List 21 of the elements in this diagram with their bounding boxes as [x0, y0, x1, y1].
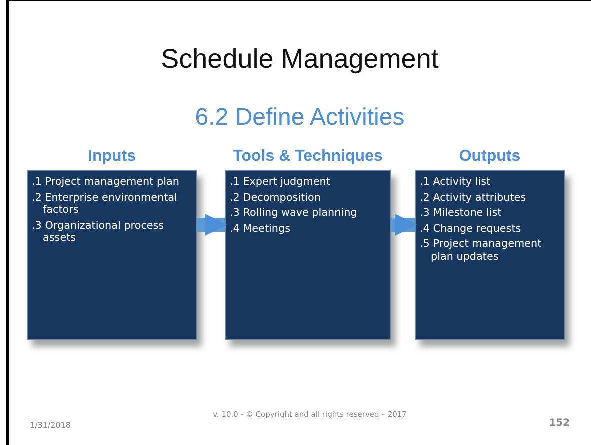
list-item: .1 Project management plan: [32, 176, 180, 188]
date-text: 1/31/2018: [30, 421, 72, 430]
list-item: .5 Project management plan updates: [420, 238, 543, 263]
list-item: .2 Enterprise environmental factors: [32, 192, 178, 216]
list-item: .4 Meetings: [230, 222, 292, 235]
subtitle: 6.2 Define Activities: [194, 104, 406, 132]
list-item: .1 Activity list: [420, 176, 492, 188]
block-arrow: [391, 214, 418, 236]
page-number: 152: [548, 418, 570, 429]
list-item: .3 Milestone list: [420, 207, 503, 220]
list-item: .2 Activity attributes: [420, 192, 528, 204]
list-item: .3 Rolling wave planning: [230, 207, 358, 220]
list-item: .1 Expert judgment: [230, 176, 332, 188]
column-heading: Outputs: [458, 148, 522, 166]
column-heading: Tools & Techniques: [232, 148, 384, 166]
slide-title: Schedule Management: [160, 44, 440, 75]
column-heading: Inputs: [87, 148, 137, 166]
list-item: .3 Organizational process assets: [32, 220, 166, 244]
list-item: .4 Change requests: [420, 222, 522, 235]
block-arrow: [197, 214, 228, 236]
list-item: .2 Decomposition: [230, 192, 322, 204]
